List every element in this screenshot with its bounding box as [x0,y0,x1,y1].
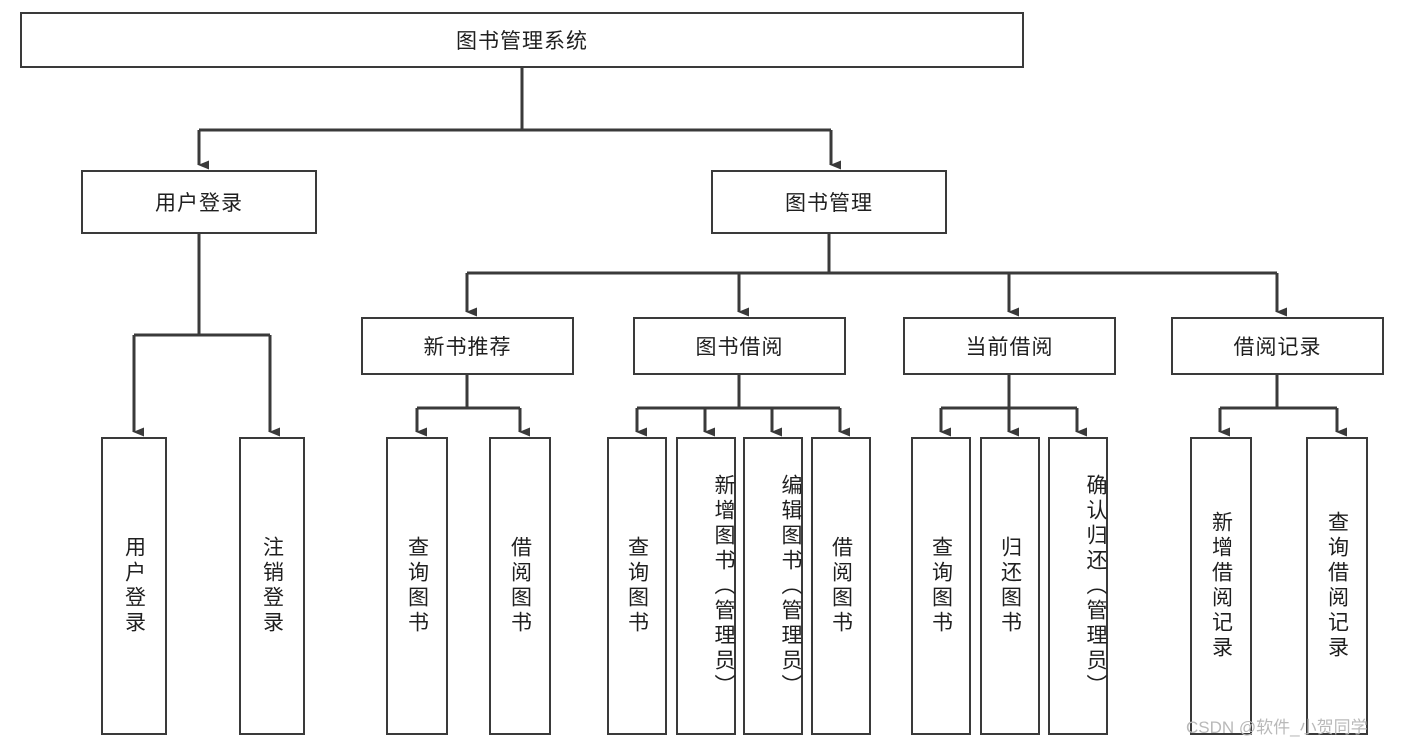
node-leaf-query-book-1-label: 查询图书 [405,536,429,636]
node-borrow-record[interactable]: 借阅记录 [1171,317,1384,375]
node-leaf-query-book-2-label: 查询图书 [625,536,649,636]
node-book-borrow[interactable]: 图书借阅 [633,317,846,375]
node-leaf-borrow-book-1-label: 借阅图书 [508,536,532,636]
node-current-borrow[interactable]: 当前借阅 [903,317,1116,375]
node-current-borrow-label: 当前借阅 [965,336,1054,359]
node-leaf-add-book[interactable]: 新增图书（管理员） [676,437,736,735]
node-leaf-add-book-label: 新增图书（管理员） [712,473,735,699]
node-book-manage[interactable]: 图书管理 [711,170,947,234]
node-leaf-query-record-label: 查询借阅记录 [1325,511,1349,661]
node-leaf-confirm-return[interactable]: 确认归还（管理员） [1048,437,1108,735]
node-new-book-recommend[interactable]: 新书推荐 [361,317,574,375]
node-leaf-query-book-3[interactable]: 查询图书 [911,437,971,735]
node-leaf-query-book-1[interactable]: 查询图书 [386,437,448,735]
node-leaf-query-book-2[interactable]: 查询图书 [607,437,667,735]
node-leaf-borrow-book-2-label: 借阅图书 [829,536,853,636]
node-root-label: 图书管理系统 [456,30,588,53]
node-leaf-return-book[interactable]: 归还图书 [980,437,1040,735]
node-leaf-add-record[interactable]: 新增借阅记录 [1190,437,1252,735]
node-leaf-user-login[interactable]: 用户登录 [101,437,167,735]
node-leaf-user-logout[interactable]: 注销登录 [239,437,305,735]
node-user-login-label: 用户登录 [155,192,243,215]
node-leaf-query-book-3-label: 查询图书 [929,536,953,636]
node-leaf-edit-book-label: 编辑图书（管理员） [779,473,802,699]
node-leaf-add-record-label: 新增借阅记录 [1209,511,1233,661]
node-leaf-user-login-label: 用户登录 [122,536,146,636]
node-leaf-return-book-label: 归还图书 [998,536,1022,636]
node-leaf-query-record[interactable]: 查询借阅记录 [1306,437,1368,735]
node-leaf-borrow-book-1[interactable]: 借阅图书 [489,437,551,735]
csdn-watermark: CSDN @软件_小贺同学 [1186,718,1368,737]
node-root[interactable]: 图书管理系统 [20,12,1024,68]
node-leaf-edit-book[interactable]: 编辑图书（管理员） [743,437,803,735]
node-leaf-confirm-return-label: 确认归还（管理员） [1084,473,1107,699]
node-borrow-record-label: 借阅记录 [1233,336,1322,359]
node-new-book-recommend-label: 新书推荐 [423,336,512,359]
node-user-login[interactable]: 用户登录 [81,170,317,234]
node-leaf-user-logout-label: 注销登录 [260,536,284,636]
node-book-manage-label: 图书管理 [785,192,873,215]
node-leaf-borrow-book-2[interactable]: 借阅图书 [811,437,871,735]
node-book-borrow-label: 图书借阅 [695,336,784,359]
